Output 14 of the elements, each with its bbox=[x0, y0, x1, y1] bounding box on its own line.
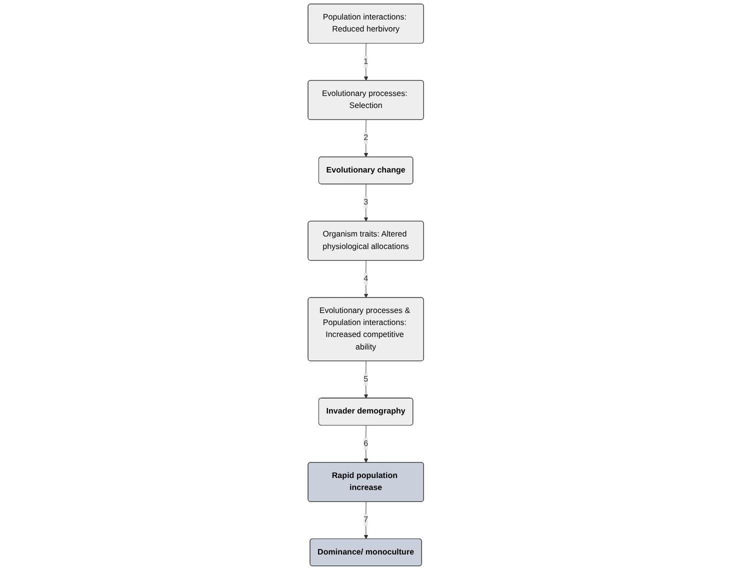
edge-label: 6 bbox=[363, 439, 368, 448]
edge-label: 3 bbox=[363, 198, 368, 207]
arrow bbox=[363, 43, 368, 81]
edge-label: 5 bbox=[363, 374, 368, 384]
arrow bbox=[363, 184, 368, 222]
arrow bbox=[363, 425, 368, 463]
edge-label: 2 bbox=[363, 134, 368, 142]
arrow bbox=[363, 360, 368, 399]
edge-label: 1 bbox=[363, 57, 368, 66]
edge-label: 7 bbox=[363, 516, 368, 524]
arrow bbox=[363, 260, 368, 298]
edge-label: 4 bbox=[363, 274, 368, 283]
arrow bbox=[363, 120, 368, 158]
arrow bbox=[363, 502, 368, 540]
